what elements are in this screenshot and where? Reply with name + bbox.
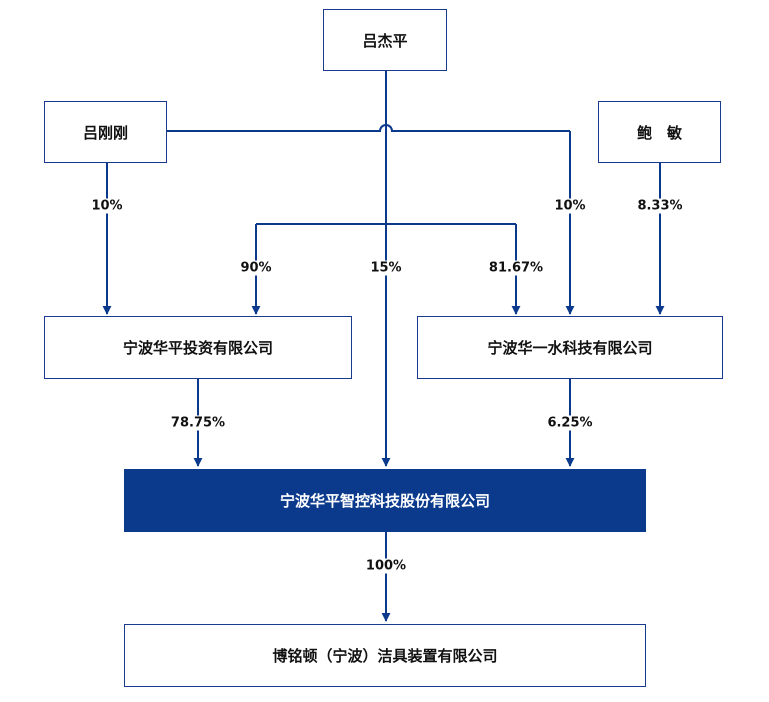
label-huayishui-to-zhikong: 6.25% — [545, 415, 595, 431]
label-bao-to-huayishui: 8.33% — [635, 198, 685, 214]
label-lvgang-to-invest: 10% — [89, 198, 125, 214]
label-lvjie-to-zhikong: 15% — [368, 260, 404, 276]
node-huaping-zhikong: 宁波华平智控科技股份有限公司 — [124, 469, 646, 532]
label-invest-to-zhikong: 78.75% — [168, 415, 228, 431]
edge-lvgang-horizontal — [167, 124, 570, 132]
node-lv-jieping: 吕杰平 — [323, 9, 447, 71]
label-lvjie-to-huayishui: 81.67% — [486, 260, 546, 276]
node-huayishui: 宁波华一水科技有限公司 — [417, 316, 723, 379]
node-bomingdun: 博铭顿（宁波）洁具装置有限公司 — [124, 624, 646, 687]
label-zhikong-to-bomingdun: 100% — [363, 558, 409, 574]
label-lvjie-to-invest: 90% — [238, 260, 274, 276]
node-lv-ganggang: 吕刚刚 — [44, 101, 167, 163]
node-bao-min: 鲍 敏 — [598, 101, 721, 163]
label-lvgang-to-huayishui: 10% — [552, 198, 588, 214]
node-huaping-invest: 宁波华平投资有限公司 — [44, 316, 352, 379]
